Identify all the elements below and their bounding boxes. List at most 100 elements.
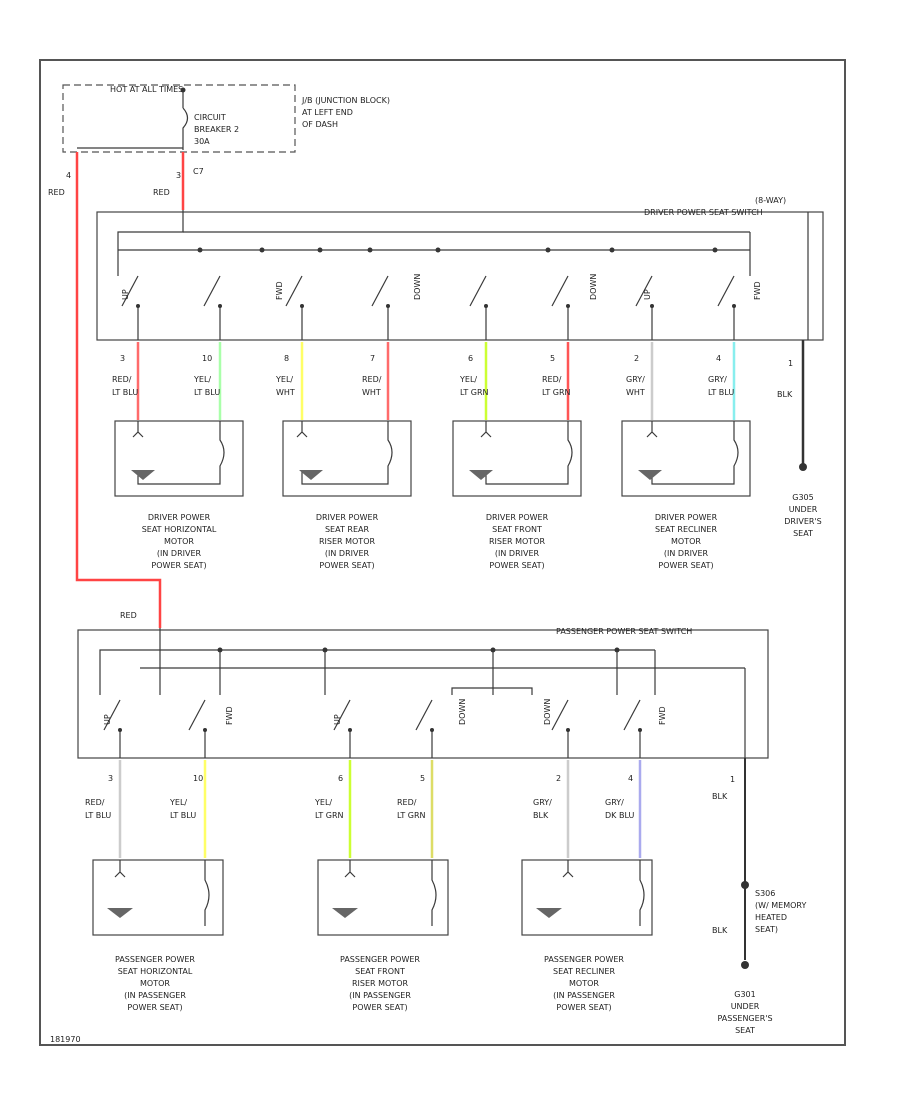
driver-motor-label-1: POWER SEAT) bbox=[151, 561, 206, 570]
motor-winding bbox=[137, 421, 225, 485]
driver-wire-color-1: RED/ bbox=[112, 375, 132, 384]
switch-pivot bbox=[566, 728, 570, 732]
driver-pin-number: 2 bbox=[634, 354, 639, 363]
switch-blade bbox=[121, 275, 139, 307]
driver-wire-color-2: WHT bbox=[362, 388, 381, 397]
passenger-motor-label-2: RISER MOTOR bbox=[352, 979, 409, 988]
motor-housing bbox=[282, 420, 412, 497]
driver-wire-color-1: GRY/ bbox=[708, 375, 727, 384]
switch-blade bbox=[103, 699, 121, 731]
switch-pivot bbox=[650, 304, 654, 308]
passenger-wire-color-1: GRY/ bbox=[605, 798, 624, 807]
passenger-wire-color-1: RED/ bbox=[85, 798, 105, 807]
diagram-frame bbox=[39, 59, 846, 1046]
switch-contact-label: DOWN bbox=[458, 699, 467, 725]
motor-symbol-icon bbox=[469, 470, 493, 480]
passenger-wire-color-2: LT BLU bbox=[170, 811, 196, 820]
switch-contact-label: UP bbox=[333, 714, 342, 725]
driver-wire-color-1: YEL/ bbox=[459, 375, 477, 384]
motor-winding bbox=[485, 421, 573, 485]
driver-ground-pin: 1 bbox=[788, 359, 793, 368]
switch-pivot bbox=[638, 728, 642, 732]
passenger-motor-label-2: SEAT FRONT bbox=[355, 967, 405, 976]
passenger-motor-label-2: (IN PASSENGER bbox=[349, 991, 411, 1000]
motor-housing bbox=[317, 859, 449, 936]
passenger-feed-color: RED bbox=[120, 611, 137, 620]
breaker-label-1: CIRCUIT bbox=[194, 113, 226, 122]
driver-wire-color-1: RED/ bbox=[362, 375, 382, 384]
driver-wire-color-1: GRY/ bbox=[626, 375, 645, 384]
motor-symbol-icon bbox=[638, 470, 662, 480]
driver-motor-label-2: (IN DRIVER bbox=[325, 549, 370, 558]
driver-ground-l2: UNDER bbox=[789, 505, 818, 514]
passenger-wire-color-2: LT GRN bbox=[397, 811, 426, 820]
driver-wire-color-2: LT GRN bbox=[460, 388, 489, 397]
splice-l4: SEAT) bbox=[755, 925, 778, 934]
motor-winding bbox=[204, 860, 210, 926]
driver-motor-label-4: MOTOR bbox=[671, 537, 701, 546]
driver-wire-color-2: LT BLU bbox=[112, 388, 138, 397]
motor-symbol-icon bbox=[536, 908, 562, 918]
passenger-motor-label-1: SEAT HORIZONTAL bbox=[118, 967, 193, 976]
passenger-ground-pin: 1 bbox=[730, 775, 735, 784]
junction-block: HOT AT ALL TIMES CIRCUIT BREAKER 2 30A J… bbox=[62, 84, 390, 180]
red-feed-left-label: RED bbox=[48, 188, 65, 197]
motor-terminal bbox=[646, 421, 658, 438]
motor-terminal bbox=[562, 860, 574, 878]
switch-pivot bbox=[203, 728, 207, 732]
driver-motor-label-1: SEAT HORIZONTAL bbox=[142, 525, 217, 534]
driver-motor-label-4: SEAT RECLINER bbox=[655, 525, 717, 534]
passenger-pin-number: 3 bbox=[108, 774, 113, 783]
motor-housing bbox=[92, 859, 224, 936]
passenger-motor-label-1: (IN PASSENGER bbox=[124, 991, 186, 1000]
driver-motor-label-4: (IN DRIVER bbox=[664, 549, 709, 558]
driver-wire-color-2: LT BLU bbox=[194, 388, 220, 397]
driver-pin-number: 4 bbox=[716, 354, 721, 363]
passenger-ground: 1 BLK S306 (W/ MEMORY HEATED SEAT) BLK G… bbox=[712, 758, 806, 1035]
passenger-motor-label-1: PASSENGER POWER bbox=[115, 955, 195, 964]
passenger-pin-number: 2 bbox=[556, 774, 561, 783]
driver-wire-color-1: YEL/ bbox=[193, 375, 211, 384]
passenger-ground-color: BLK bbox=[712, 792, 728, 801]
splice-l1: S306 bbox=[755, 889, 775, 898]
passenger-wire-color-1: YEL/ bbox=[169, 798, 187, 807]
motor-symbol-icon bbox=[131, 470, 155, 480]
hot-at-all-times-label: HOT AT ALL TIMES bbox=[110, 85, 183, 94]
passenger-wire-color-2: BLK bbox=[533, 811, 549, 820]
passenger-motor: PASSENGER POWER SEAT HORIZONTAL MOTOR (IN P… bbox=[92, 859, 224, 1012]
switch-pivot bbox=[386, 304, 390, 308]
switch-pivot bbox=[348, 728, 352, 732]
passenger-motor-label-1: POWER SEAT) bbox=[127, 1003, 182, 1012]
driver-motor-label-3: DRIVER POWER bbox=[486, 513, 549, 522]
motor-winding bbox=[651, 421, 739, 485]
motor-terminal bbox=[296, 421, 308, 438]
switch-blade bbox=[717, 275, 735, 307]
pin-3-label: 3 bbox=[176, 171, 181, 180]
switch-blade bbox=[188, 699, 206, 731]
motor-symbol-icon bbox=[299, 470, 323, 480]
passenger-motor-group: PASSENGER POWER SEAT HORIZONTAL MOTOR (IN P… bbox=[92, 859, 653, 1012]
motor-housing bbox=[621, 420, 751, 497]
passenger-pin-number: 4 bbox=[628, 774, 633, 783]
passenger-ground-l3: PASSENGER'S bbox=[717, 1014, 772, 1023]
passenger-wire-color-1: RED/ bbox=[397, 798, 417, 807]
driver-pin-number: 6 bbox=[468, 354, 473, 363]
driver-motor-label-3: RISER MOTOR bbox=[489, 537, 546, 546]
switch-pivot bbox=[218, 304, 222, 308]
passenger-motor-label-2: PASSENGER POWER bbox=[340, 955, 420, 964]
jb-location-2: AT LEFT END bbox=[302, 108, 353, 117]
switch-pivot bbox=[118, 728, 122, 732]
passenger-motor-label-1: MOTOR bbox=[140, 979, 170, 988]
switch-contact-label: FWD bbox=[275, 281, 284, 300]
switch-blade bbox=[333, 699, 351, 731]
splice-l3: HEATED bbox=[755, 913, 787, 922]
motor-housing bbox=[452, 420, 582, 497]
passenger-wire-color-1: GRY/ bbox=[533, 798, 552, 807]
driver-motor-label-2: DRIVER POWER bbox=[316, 513, 379, 522]
switch-contact-label: UP bbox=[121, 289, 130, 300]
passenger-motor: PASSENGER POWER SEAT FRONT RISER MOTOR (IN … bbox=[317, 859, 449, 1012]
